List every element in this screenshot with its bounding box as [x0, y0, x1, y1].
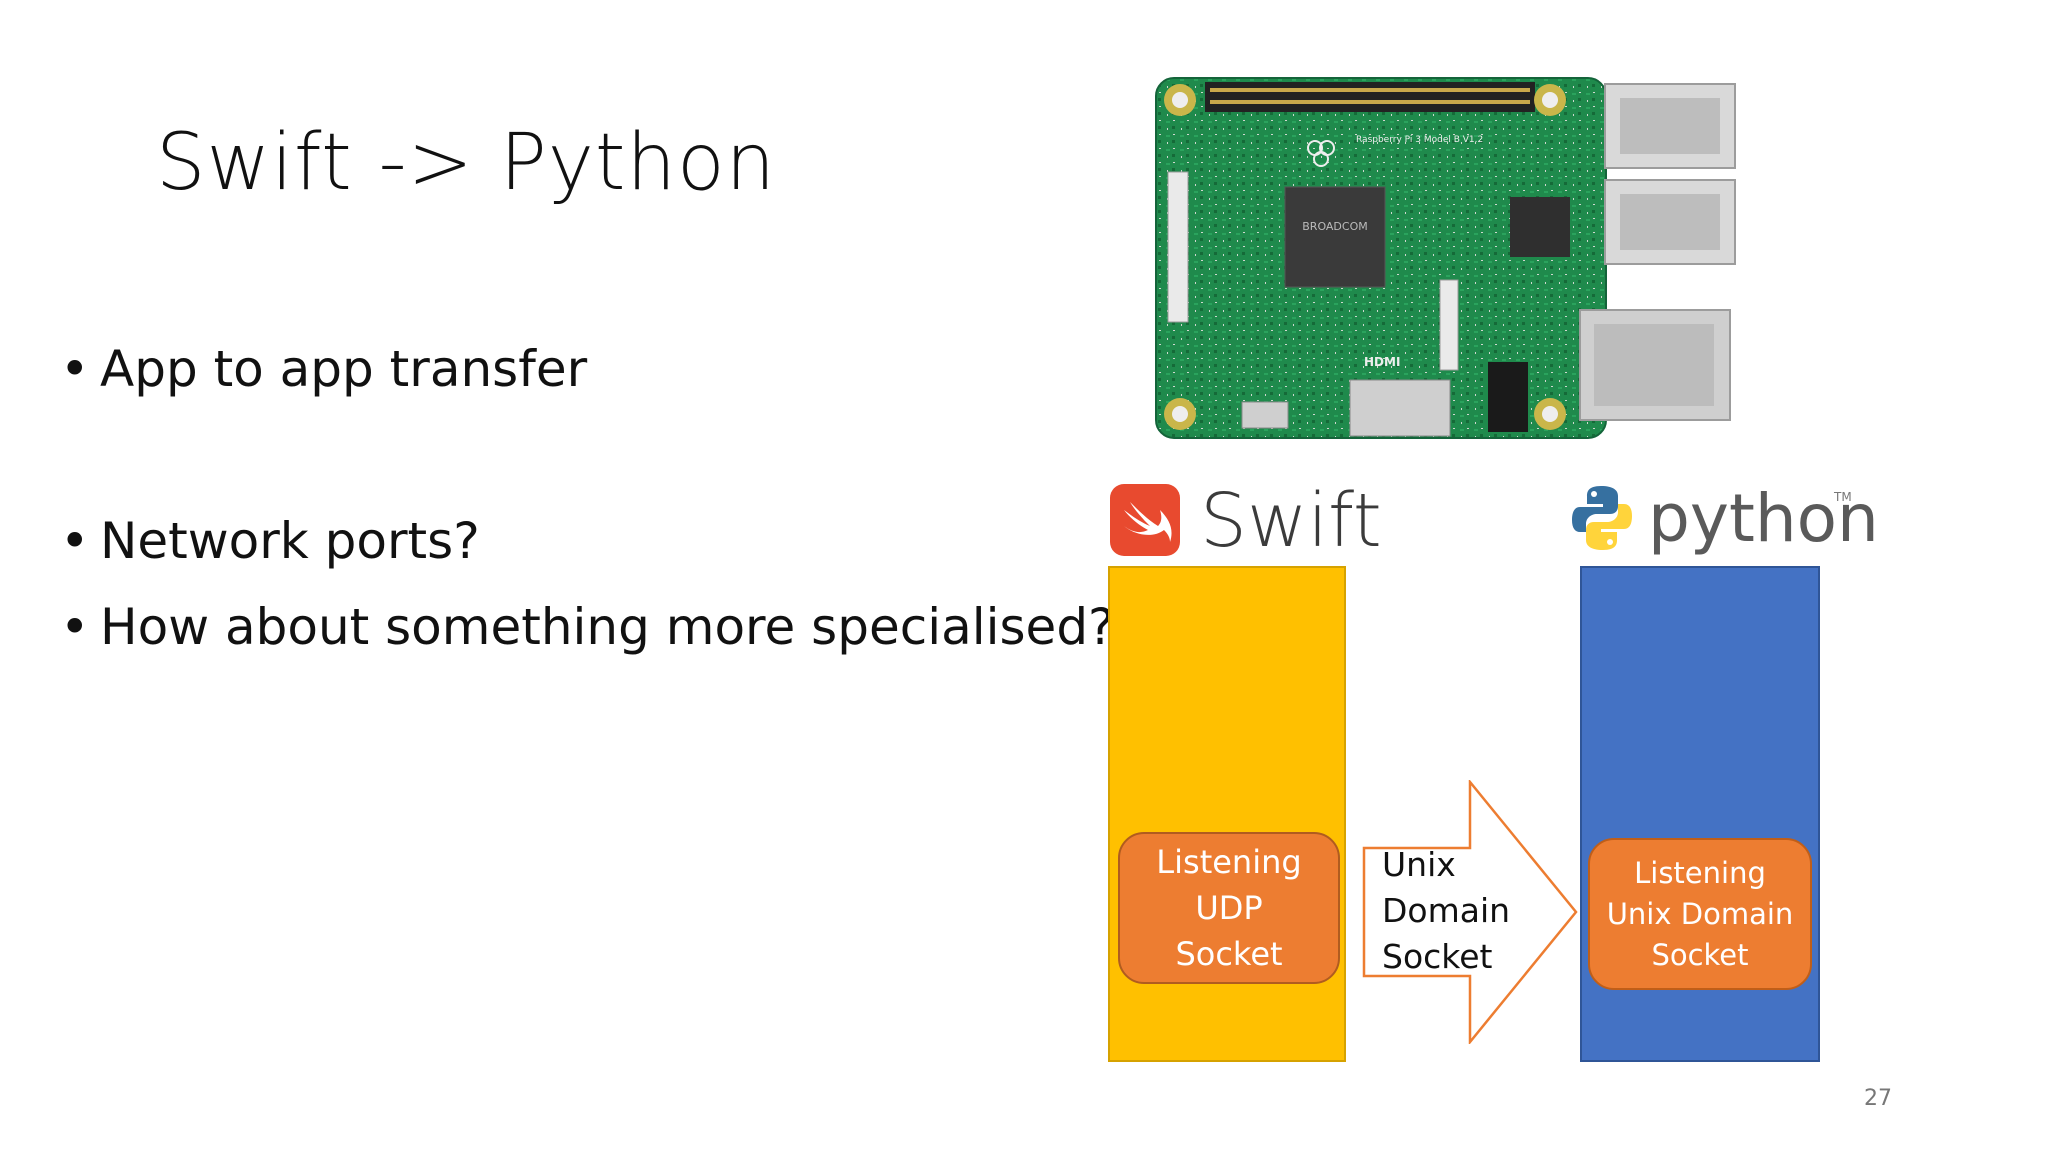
python-trademark: TM — [1834, 490, 1852, 504]
arrow-label-line: Domain — [1382, 891, 1511, 930]
page-number: 27 — [1864, 1086, 1892, 1111]
unix-socket-line: Listening — [1634, 855, 1766, 890]
udp-socket-line: UDP — [1195, 889, 1263, 927]
unix-socket-line: Socket — [1651, 937, 1749, 972]
bullet-text: App to app transfer — [100, 340, 588, 398]
pi-chip-label: BROADCOM — [1302, 220, 1367, 233]
bullet-dot: • — [60, 340, 90, 398]
bullet-text: Network ports? — [100, 512, 480, 570]
udp-socket-box: Listening UDP Socket — [1118, 832, 1340, 984]
slide-title: Swift -> Python — [156, 118, 777, 208]
python-logo-text: python — [1648, 480, 1879, 557]
unix-socket-line: Unix Domain — [1606, 896, 1794, 931]
bullet-item: •Network ports? — [60, 512, 480, 570]
transfer-arrow — [1362, 780, 1578, 1044]
bullet-text: How about something more specialised? — [100, 598, 1115, 656]
pi-hdmi-label: HDMI — [1364, 355, 1400, 369]
unix-socket-box: Listening Unix Domain Socket — [1588, 838, 1812, 990]
pi-board-text: Raspberry Pi 3 Model B V1.2 — [1356, 135, 1483, 145]
arrow-label-line: Socket — [1382, 937, 1493, 976]
bullet-item: •App to app transfer — [60, 340, 587, 398]
bullet-item: •How about something more specialised? — [60, 598, 1115, 656]
swift-logo-text: Swift — [1200, 478, 1382, 564]
bullet-dot: • — [60, 598, 90, 656]
arrow-label: Unix Domain Socket — [1382, 842, 1510, 980]
python-snakes-icon — [1572, 486, 1632, 550]
swift-logo: Swift — [1110, 478, 1400, 564]
arrow-label-line: Unix — [1382, 845, 1456, 884]
raspberry-pi-image: BROADCOM Raspberry Pi 3 Model B V1.2 HDM… — [1155, 77, 1736, 439]
raspberry-logo-icon — [1307, 140, 1335, 167]
swift-bird-icon — [1110, 484, 1180, 556]
bullet-dot: • — [60, 512, 90, 570]
udp-socket-line: Listening — [1156, 843, 1302, 881]
swift-process-column — [1108, 566, 1346, 1062]
python-logo: python TM — [1570, 480, 1879, 564]
udp-socket-line: Socket — [1175, 935, 1283, 973]
